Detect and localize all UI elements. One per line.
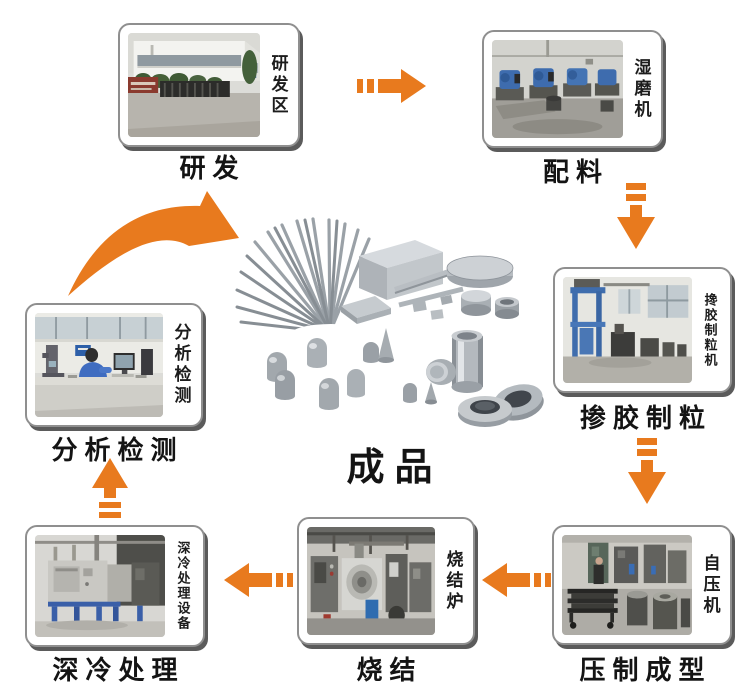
granulation-machine-illustration — [563, 277, 692, 383]
arrow-up-cryogenic-to-analysis-icon — [90, 458, 130, 522]
press-shop-illustration — [562, 535, 692, 635]
photo-cryogenic-equipment — [35, 535, 165, 637]
carbide-products-illustration — [235, 217, 544, 427]
arrow-left-sintering-to-cryogenic-icon — [223, 560, 293, 600]
photo-granulation-machine — [563, 277, 692, 383]
station-caption-pressing: 压制成型 — [579, 655, 712, 685]
arrow-curved-analysis-to-product-icon — [60, 182, 242, 300]
station-caption-batching: 配料 — [542, 157, 609, 187]
station-card-sintering: 烧结炉 — [297, 517, 475, 645]
arrow-right-rd-to-batching-icon — [357, 66, 427, 106]
photo-wet-mill — [492, 40, 623, 138]
station-tag-analysis: 分析检测 — [171, 323, 191, 407]
station-card-pressing: 自压机 — [552, 525, 732, 645]
station-card-cryogenic: 深冷处理设备 — [25, 525, 205, 647]
station-tag-sintering: 烧结炉 — [443, 549, 463, 613]
center-caption: 成品 — [346, 447, 443, 489]
station-caption-granulation: 掺胶制粒 — [579, 403, 712, 433]
finished-products-image — [235, 210, 547, 438]
photo-rd-area — [128, 33, 260, 137]
station-card-batching: 湿磨机 — [482, 30, 663, 148]
station-card-granulation: 搀胶制粒机 — [553, 267, 732, 393]
station-tag-pressing: 自压机 — [700, 553, 720, 617]
analysis-lab-illustration — [35, 313, 163, 417]
station-tag-batching: 湿磨机 — [631, 57, 651, 121]
station-tag-cryogenic: 深冷处理设备 — [175, 541, 191, 631]
station-card-rd: 研发区 — [118, 23, 300, 147]
factory-exterior-illustration — [128, 33, 260, 137]
photo-analysis-lab — [35, 313, 163, 417]
sintering-furnace-illustration — [307, 527, 435, 635]
station-tag-granulation: 搀胶制粒机 — [702, 292, 718, 368]
arrow-down-batching-to-granulation-icon — [613, 183, 659, 253]
cryogenic-equipment-illustration — [35, 535, 165, 637]
station-card-analysis: 分析检测 — [25, 303, 203, 427]
station-caption-rd: 研发 — [179, 153, 246, 183]
wet-mill-illustration — [492, 40, 623, 138]
photo-press-shop — [562, 535, 692, 635]
arrow-down-granulation-to-pressing-icon — [624, 438, 670, 508]
station-caption-cryogenic: 深冷处理 — [52, 655, 185, 685]
photo-sintering-furnace — [307, 527, 435, 635]
station-caption-analysis: 分析检测 — [51, 435, 184, 465]
station-caption-sintering: 烧结 — [356, 655, 423, 685]
station-tag-rd: 研发区 — [268, 53, 288, 117]
arrow-left-pressing-to-sintering-icon — [481, 560, 551, 600]
